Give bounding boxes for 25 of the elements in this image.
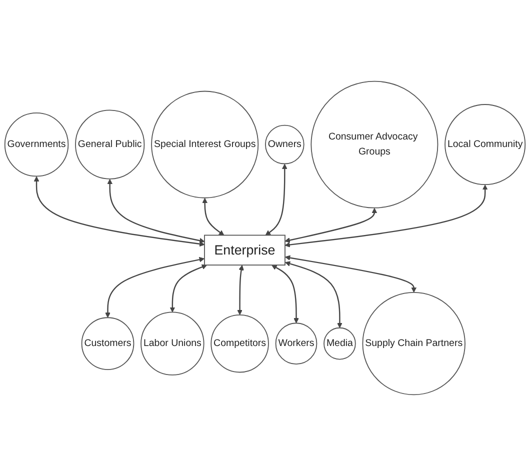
arrow [284, 261, 342, 328]
arrow [107, 178, 205, 244]
node-circle: Workers [275, 322, 318, 364]
node-circle: Owners [264, 124, 304, 164]
node-circle: Consumer Advocacy Groups [310, 80, 438, 208]
node-circle: Local Community [444, 104, 526, 186]
arrow [170, 264, 208, 312]
node-circle: Supply Chain Partners [362, 292, 466, 396]
node-circle: Competitors [210, 314, 269, 373]
arrow [284, 184, 488, 248]
node-box: Enterprise [204, 234, 286, 266]
node-circle: Special Interest Groups [151, 90, 259, 198]
arrow [105, 256, 204, 318]
node-circle: Customers [81, 317, 134, 370]
arrow [265, 164, 288, 236]
arrow [202, 198, 224, 236]
arrow [272, 264, 299, 324]
arrow [237, 265, 244, 316]
node-circle: Media [324, 327, 356, 360]
arrow [34, 176, 205, 247]
node-circle: Labor Unions [140, 312, 204, 376]
node-circle: General Public [75, 110, 145, 180]
arrow [285, 255, 417, 293]
node-circle: Governments [4, 112, 69, 177]
arrow [284, 208, 378, 243]
